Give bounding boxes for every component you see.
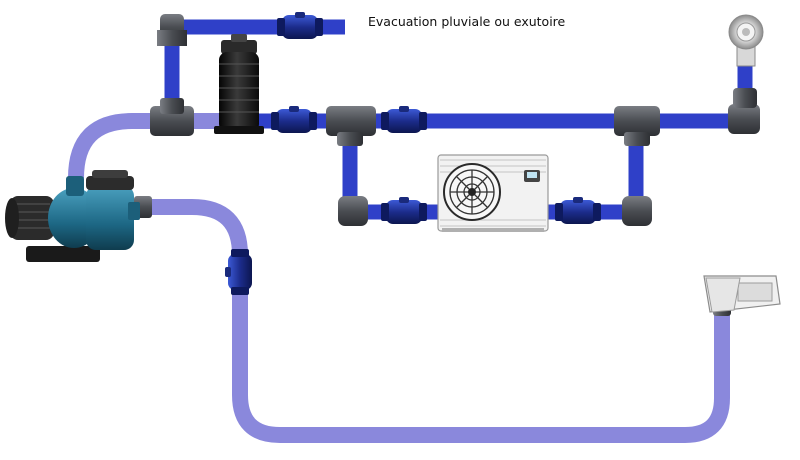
tee-fitting bbox=[624, 132, 650, 146]
valve-icon bbox=[555, 197, 601, 224]
skimmer-icon bbox=[703, 275, 781, 313]
valve-icon bbox=[381, 106, 427, 133]
tee-fitting bbox=[326, 106, 376, 136]
sand-filter-icon bbox=[214, 34, 264, 134]
elbow-fitting bbox=[622, 196, 652, 226]
elbow-fitting bbox=[157, 30, 187, 46]
tee-fitting bbox=[160, 98, 184, 114]
heat-pump-icon bbox=[437, 154, 549, 232]
valve-icon bbox=[277, 12, 323, 39]
fittings bbox=[134, 14, 760, 316]
tee-fitting bbox=[337, 132, 363, 146]
valve-icon bbox=[225, 249, 252, 295]
elbow-fitting bbox=[728, 104, 760, 134]
valves bbox=[225, 12, 601, 295]
suction-pipe-pump-to-skimmer bbox=[146, 199, 730, 443]
valve-icon bbox=[271, 106, 317, 133]
suction-pipes bbox=[68, 113, 730, 443]
pipe-pump-to-tee bbox=[68, 113, 222, 179]
drain-outlet-label: Evacuation pluviale ou exutoire bbox=[368, 14, 566, 29]
tee-fitting bbox=[150, 106, 194, 136]
pump-icon bbox=[5, 170, 140, 262]
return-nozzle-icon bbox=[728, 14, 764, 67]
elbow-fitting bbox=[338, 196, 368, 226]
elbow-fitting bbox=[733, 88, 757, 108]
tee-fitting bbox=[614, 106, 660, 136]
valve-icon bbox=[381, 197, 427, 224]
